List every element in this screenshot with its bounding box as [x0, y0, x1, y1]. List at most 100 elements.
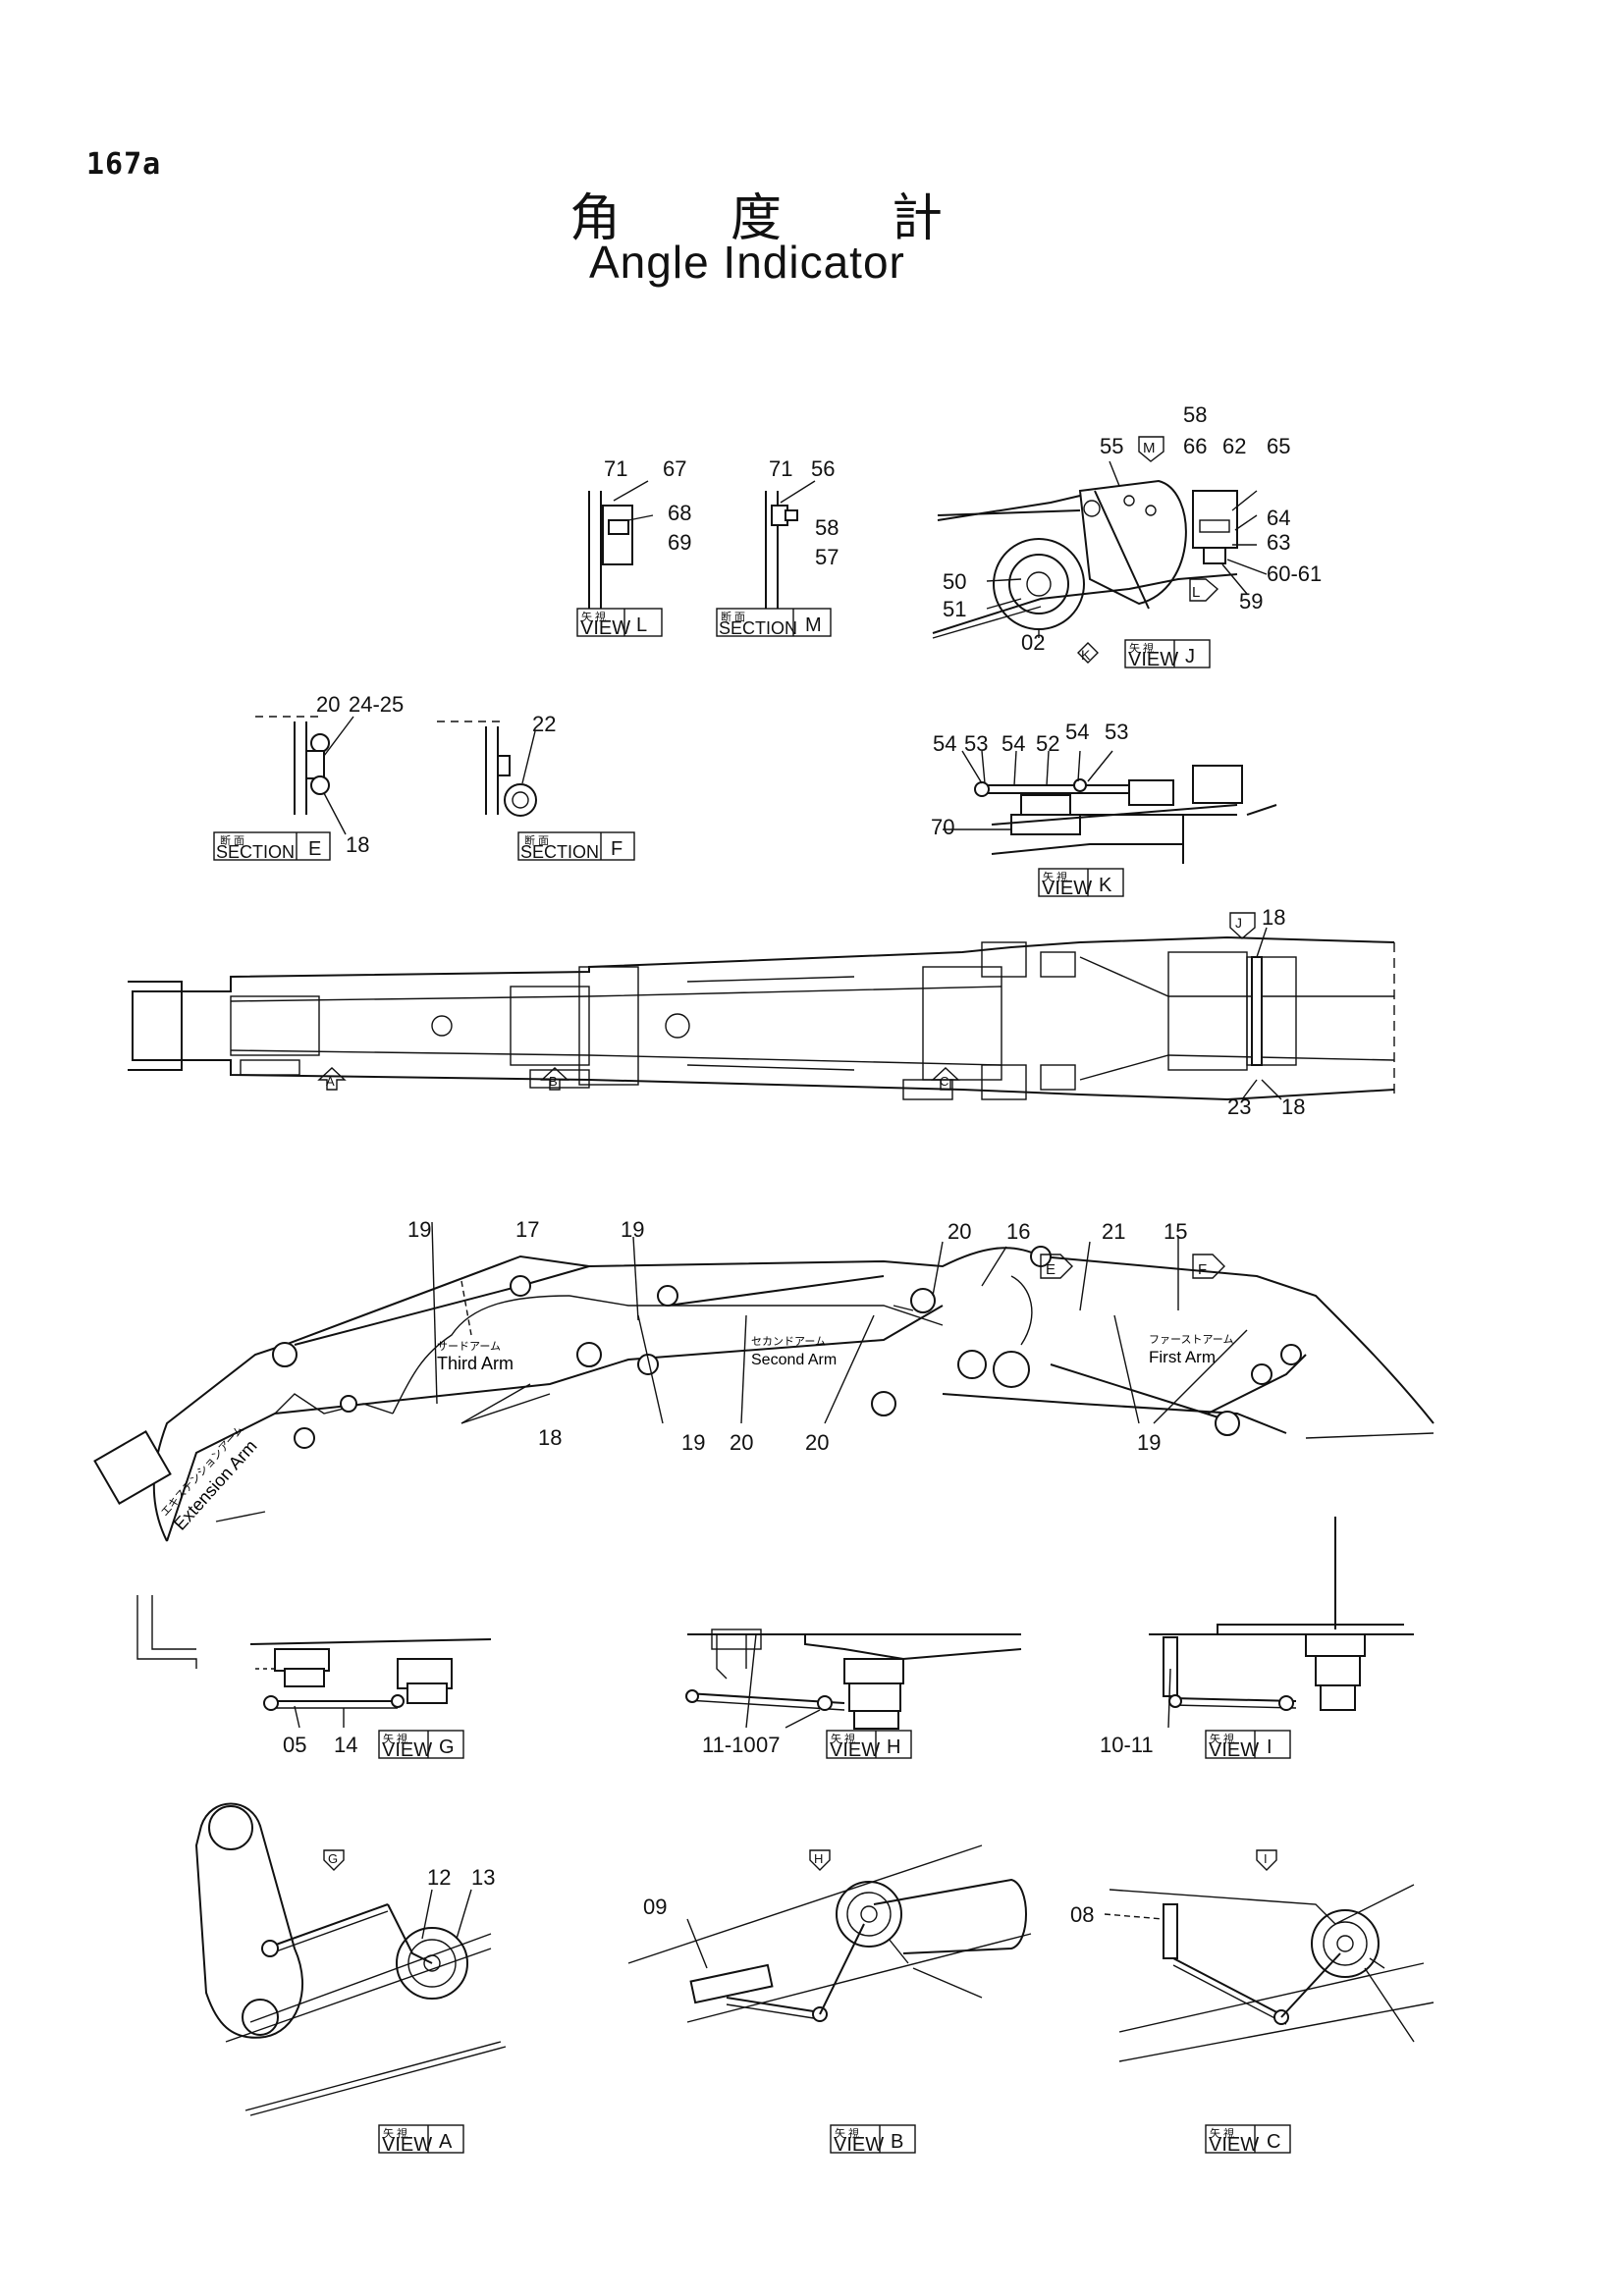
- part-label: 20: [947, 1219, 971, 1244]
- view-box-jp: 断 面: [721, 610, 745, 623]
- part-label: 18: [1262, 905, 1285, 930]
- part-label: 18: [1281, 1095, 1305, 1119]
- part-label: 58: [1183, 402, 1207, 427]
- arrow-marker-letter: G: [328, 1851, 338, 1866]
- part-label: 50: [943, 569, 966, 594]
- part-label: 54: [1065, 720, 1089, 744]
- part-label: 62: [1222, 434, 1246, 458]
- title-char: 角: [569, 189, 622, 248]
- part-label: 20: [316, 692, 340, 717]
- part-label: 52: [1036, 731, 1059, 756]
- part-label: 63: [1267, 530, 1290, 555]
- part-label: 71: [604, 456, 627, 481]
- view-box-jp: 矢 視: [835, 2126, 859, 2140]
- part-label: 19: [621, 1217, 644, 1242]
- view-box-jp: 矢 視: [831, 1732, 855, 1745]
- view-box-letter: I: [1267, 1736, 1272, 1758]
- view-box-jp: 矢 視: [1210, 1732, 1234, 1745]
- arrow-marker-letter: K: [1081, 647, 1091, 663]
- first-arm-label: First Arm: [1149, 1348, 1216, 1366]
- view-box-label: VIEW: [830, 1739, 880, 1761]
- part-label: 66: [1183, 434, 1207, 458]
- view-i-detail: 10-11 矢 視 VIEW I: [1100, 1517, 1414, 1761]
- part-label: 58: [815, 515, 839, 540]
- view-box-label: SECTION: [520, 842, 599, 862]
- view-box-letter: H: [887, 1736, 900, 1758]
- arrow-marker-letter: B: [549, 1074, 558, 1089]
- part-label: 12: [427, 1865, 451, 1890]
- view-box-jp: 断 面: [524, 833, 549, 847]
- part-label: 54: [1001, 731, 1025, 756]
- second-arm-label: Second Arm: [751, 1352, 837, 1368]
- arrow-marker-letter: F: [1198, 1261, 1207, 1278]
- view-box-letter: C: [1267, 2131, 1280, 2153]
- view-box-jp: 断 面: [220, 833, 244, 847]
- view-box-jp: 矢 視: [581, 610, 606, 623]
- part-label: 51: [943, 597, 966, 621]
- arm-side-view: エキステンションアーム Extension Arm サードアーム Third A…: [93, 1217, 1435, 1542]
- part-label: 21: [1102, 1219, 1125, 1244]
- view-box-label: SECTION: [216, 842, 295, 862]
- part-label: 69: [668, 530, 691, 555]
- part-label: 11-10: [702, 1733, 756, 1757]
- part-label: 07: [756, 1733, 780, 1757]
- title-char: 計: [891, 189, 943, 248]
- view-b-detail: 09 H 矢 視 VIEW B: [627, 1844, 1032, 2156]
- view-box-letter: E: [308, 838, 321, 860]
- view-c-detail: 08 I 矢 視 VIEW C: [1070, 1849, 1435, 2156]
- part-label: 22: [532, 712, 556, 736]
- view-h-detail: 11-10 07 矢 視 VIEW H: [685, 1629, 1022, 1761]
- view-box-letter: B: [891, 2131, 903, 2153]
- arrow-marker-letter: H: [814, 1851, 823, 1866]
- part-label: 55: [1100, 434, 1123, 458]
- view-box-label: VIEW: [1128, 649, 1178, 670]
- part-label: 19: [407, 1217, 431, 1242]
- view-box-jp: 矢 視: [383, 1732, 407, 1745]
- view-box-letter: F: [611, 838, 623, 860]
- arrow-marker-letter: M: [1143, 440, 1156, 456]
- view-box-jp: 矢 視: [1043, 870, 1067, 883]
- view-box-label: VIEW: [1209, 2134, 1259, 2156]
- view-box-jp: 矢 視: [383, 2126, 407, 2140]
- view-l-detail: 71 67 68 69 矢 視 VIEW L: [576, 456, 691, 639]
- view-box-letter: G: [439, 1736, 455, 1758]
- view-box-label: VIEW: [382, 1739, 432, 1761]
- arrow-marker-letter: I: [1264, 1851, 1268, 1866]
- arrow-marker-letter: A: [326, 1074, 335, 1089]
- second-arm-jp-label: セカンドアーム: [751, 1335, 826, 1348]
- part-label: 23: [1227, 1095, 1251, 1119]
- part-label: 18: [346, 832, 369, 857]
- part-label: 18: [538, 1425, 562, 1450]
- view-box-label: VIEW: [1042, 878, 1092, 899]
- part-label: 64: [1267, 506, 1290, 530]
- arrow-marker-letter: L: [1192, 584, 1200, 601]
- arrow-marker-letter: E: [1046, 1261, 1056, 1278]
- part-label: 53: [1105, 720, 1128, 744]
- first-arm-jp-label: ファーストアーム: [1149, 1333, 1233, 1346]
- view-box-letter: K: [1099, 875, 1112, 896]
- view-j-detail: 58 66 62 65 55 64 63 60-61 59 50 51 02 M…: [932, 402, 1322, 670]
- view-a-detail: 12 13 G 矢 視 VIEW A: [194, 1802, 507, 2156]
- page-title: Angle Indicator: [589, 237, 905, 288]
- part-label: 19: [1137, 1430, 1161, 1455]
- section-m-detail: 71 56 58 57 断 面 SECTION M: [716, 456, 839, 638]
- part-label: 19: [681, 1430, 705, 1455]
- view-k-detail: 54 53 54 52 54 53 70 矢 視 VIEW K: [931, 720, 1277, 899]
- part-label: 67: [663, 456, 686, 481]
- view-box-label: VIEW: [580, 617, 630, 639]
- part-label: 24-25: [349, 692, 404, 717]
- part-label: 60-61: [1267, 561, 1322, 586]
- part-label: 56: [811, 456, 835, 481]
- part-label: 09: [643, 1895, 667, 1919]
- third-arm-label: Third Arm: [437, 1354, 514, 1373]
- view-box-label: SECTION: [719, 618, 797, 638]
- view-box-letter: M: [805, 614, 822, 636]
- part-label: 02: [1021, 630, 1045, 655]
- part-label: 13: [471, 1865, 495, 1890]
- part-label: 71: [769, 456, 792, 481]
- section-e-detail: 20 24-25 18 断 面 SECTION E: [213, 692, 404, 862]
- view-g-detail: 05 14 矢 視 VIEW G: [136, 1595, 492, 1761]
- part-label: 70: [931, 815, 954, 839]
- boom-top-view: 18 23 18 J A B C: [128, 905, 1395, 1119]
